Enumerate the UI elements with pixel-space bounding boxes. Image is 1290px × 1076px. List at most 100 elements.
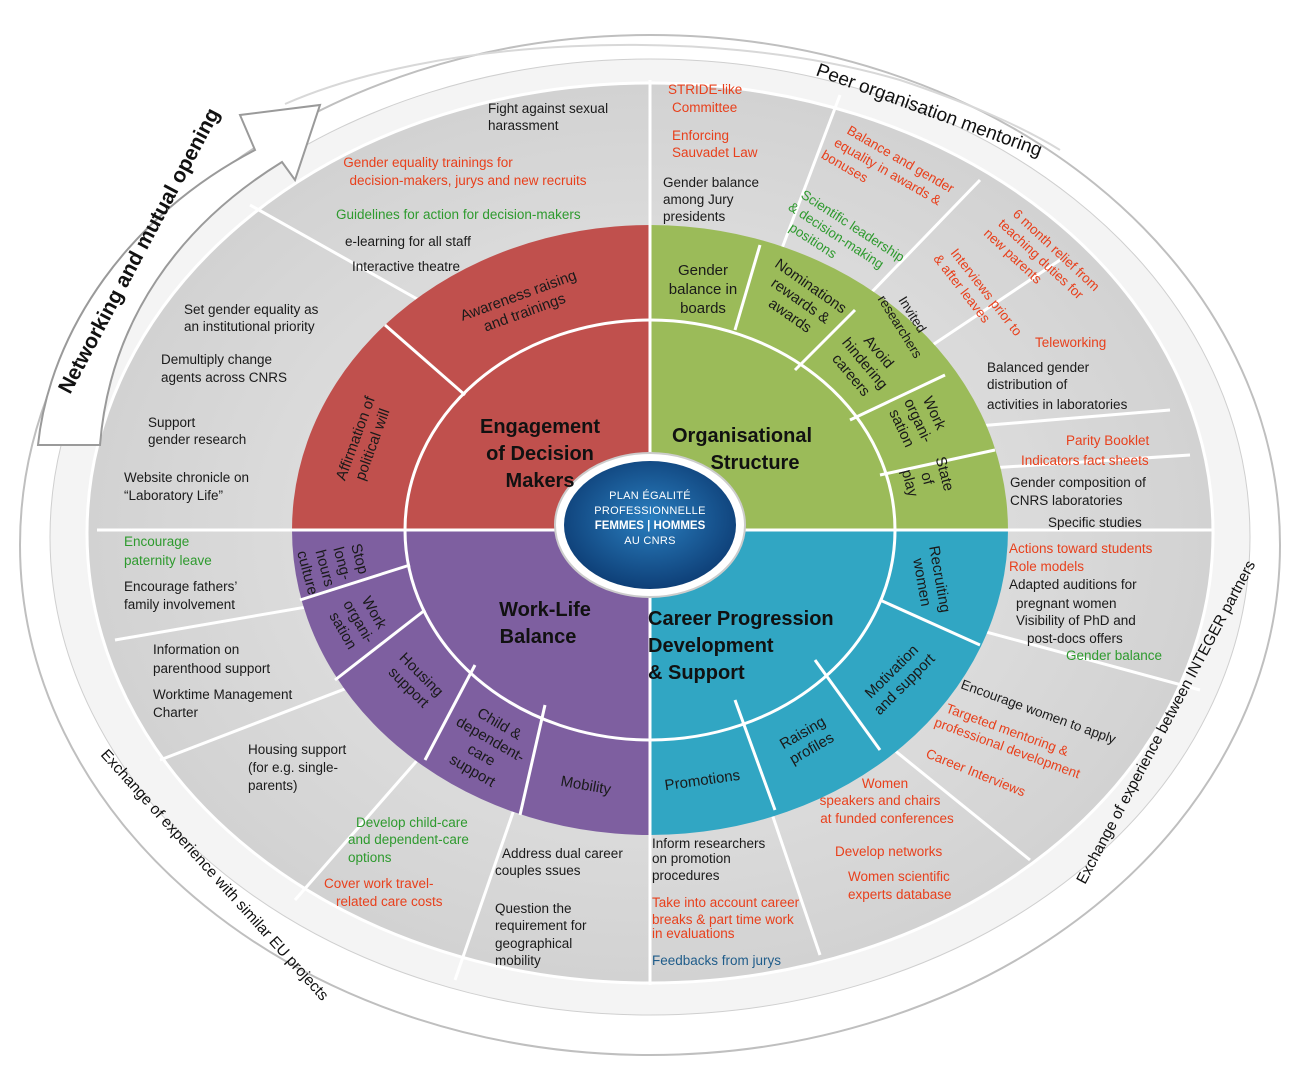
- svg-text:gender research: gender research: [148, 432, 246, 447]
- category-organisational: Organisational Structure: [672, 425, 812, 474]
- svg-text:related care costs: related care costs: [336, 894, 443, 909]
- svg-text:Feedbacks from jurys: Feedbacks from jurys: [652, 953, 781, 968]
- quadrant-organisational: [650, 225, 1008, 530]
- svg-text:Worktime Management: Worktime Management: [153, 687, 293, 702]
- svg-text:post-docs offers: post-docs offers: [1027, 631, 1123, 646]
- action-support-research: Support gender research: [148, 415, 246, 447]
- action-parenthood-info: Information on parenthood support: [153, 642, 270, 676]
- svg-text:Parity Booklet: Parity Booklet: [1066, 433, 1150, 448]
- svg-text:Visibility of PhD and: Visibility of PhD and: [1016, 613, 1136, 628]
- svg-text:Women: Women: [862, 776, 908, 791]
- sub-stop-long-hours: Stop long- hours culture: [293, 542, 371, 597]
- action-housing-support: Housing support(for e.g. single-parents): [248, 742, 347, 793]
- svg-text:Encourage fathers’: Encourage fathers’: [124, 579, 237, 594]
- svg-text:family involvement: family involvement: [124, 597, 235, 612]
- cat-wl-line: Balance: [500, 626, 577, 648]
- svg-text:procedures: procedures: [652, 868, 720, 883]
- cat-engagement-line: Engagement: [480, 416, 600, 438]
- quadrant-engagement: [292, 225, 650, 530]
- svg-text:couples ssues: couples ssues: [495, 863, 581, 878]
- peer-band: [284, 43, 1061, 151]
- action-travel-care-costs: Cover work travel-related care costs: [324, 876, 443, 909]
- svg-text:Interactive theatre: Interactive theatre: [352, 259, 460, 274]
- svg-text:Gender equality trainings for: Gender equality trainings for: [343, 155, 513, 170]
- svg-text:Actions toward students: Actions toward students: [1009, 541, 1153, 556]
- svg-text:harassment: harassment: [488, 118, 559, 133]
- svg-text:paternity leave: paternity leave: [124, 553, 212, 568]
- svg-text:pregnant women: pregnant women: [1016, 596, 1117, 611]
- svg-text:Women scientific: Women scientific: [848, 869, 950, 884]
- svg-text:agents across CNRS: agents across CNRS: [161, 370, 287, 385]
- svg-text:Committee: Committee: [672, 100, 737, 115]
- svg-text:Support: Support: [148, 415, 196, 430]
- svg-text:“Laboratory Life”: “Laboratory Life”: [124, 488, 223, 503]
- action-role-models: Role models: [1009, 559, 1084, 574]
- action-parity-booklet: Parity Booklet: [1066, 433, 1150, 448]
- svg-text:parenthood support: parenthood support: [153, 661, 270, 676]
- svg-text:Teleworking: Teleworking: [1035, 335, 1106, 350]
- svg-text:Demultiply change: Demultiply change: [161, 352, 272, 367]
- action-gender-trainings: Gender equality trainings fordecision-ma…: [343, 155, 587, 188]
- svg-text:boards: boards: [680, 300, 726, 317]
- action-fathers-involvement: Encourage fathers’ family involvement: [124, 579, 237, 612]
- svg-text:an institutional priority: an institutional priority: [184, 319, 315, 334]
- action-career-breaks: Take into account career breaks & part ti…: [652, 895, 800, 941]
- action-visibility-offers: Visibility of PhD and post-docs offers: [1016, 613, 1136, 646]
- svg-text:Cover work travel-: Cover work travel-: [324, 876, 434, 891]
- svg-text:activities in laboratories: activities in laboratories: [987, 397, 1128, 412]
- quadrant-career: [650, 530, 1008, 835]
- svg-text:mobility: mobility: [495, 953, 541, 968]
- svg-text:Housing support: Housing support: [248, 742, 347, 757]
- quadrant-worklife: [292, 530, 650, 835]
- svg-text:and dependent-care: and dependent-care: [348, 832, 469, 847]
- svg-text:on promotion: on promotion: [652, 851, 731, 866]
- category-career: Career Progression Development & Support: [648, 608, 834, 684]
- cat-org-line: Organisational: [672, 425, 812, 447]
- svg-text:CNRS laboratories: CNRS laboratories: [1010, 493, 1123, 508]
- svg-text:among Jury: among Jury: [663, 192, 734, 207]
- action-develop-networks: Develop networks: [835, 844, 943, 859]
- svg-text:Adapted auditions for: Adapted auditions for: [1009, 577, 1137, 592]
- networking-arrow: [36, 103, 322, 446]
- cat-engagement-line: of Decision: [486, 443, 594, 465]
- svg-text:Inform researchers: Inform researchers: [652, 836, 766, 851]
- category-worklife: Work-Life Balance: [499, 599, 591, 648]
- center-line-1: PLAN ÉGALITÉ: [609, 489, 691, 502]
- action-elearning: e-learning for all staff: [345, 234, 471, 249]
- cat-engagement-line: Makers: [506, 470, 575, 492]
- svg-text:Fight against sexual: Fight against sexual: [488, 101, 608, 116]
- svg-text:Take into account career: Take into account career: [652, 895, 800, 910]
- svg-text:Specific studies: Specific studies: [1048, 515, 1142, 530]
- action-change-agents: Demultiply change agents across CNRS: [161, 352, 287, 385]
- action-guidelines: Guidelines for action for decision-maker…: [336, 207, 581, 222]
- svg-text:Guidelines for action for deci: Guidelines for action for decision-maker…: [336, 207, 581, 222]
- svg-text:Role models: Role models: [1009, 559, 1084, 574]
- svg-text:Sauvadet Law: Sauvadet Law: [672, 145, 758, 160]
- svg-text:Charter: Charter: [153, 705, 199, 720]
- svg-text:speakers and chairs: speakers and chairs: [820, 793, 941, 808]
- svg-text:play: play: [898, 468, 922, 499]
- action-gender-balance-c: Gender balance: [1066, 648, 1162, 663]
- svg-text:STRIDE-like: STRIDE-like: [668, 82, 742, 97]
- svg-text:Website chronicle on: Website chronicle on: [124, 470, 249, 485]
- svg-text:geographical: geographical: [495, 936, 572, 951]
- center-line-2: PROFESSIONNELLE: [594, 505, 705, 517]
- cat-career-line: Career Progression: [648, 608, 834, 630]
- action-specific-studies: Specific studies: [1048, 515, 1142, 530]
- svg-text:Gender: Gender: [678, 262, 728, 279]
- svg-text:Enforcing: Enforcing: [672, 128, 729, 143]
- svg-text:Information on: Information on: [153, 642, 239, 657]
- svg-text:breaks & part time work: breaks & part time work: [652, 912, 794, 927]
- category-engagement: Engagement of Decision Makers: [480, 416, 600, 492]
